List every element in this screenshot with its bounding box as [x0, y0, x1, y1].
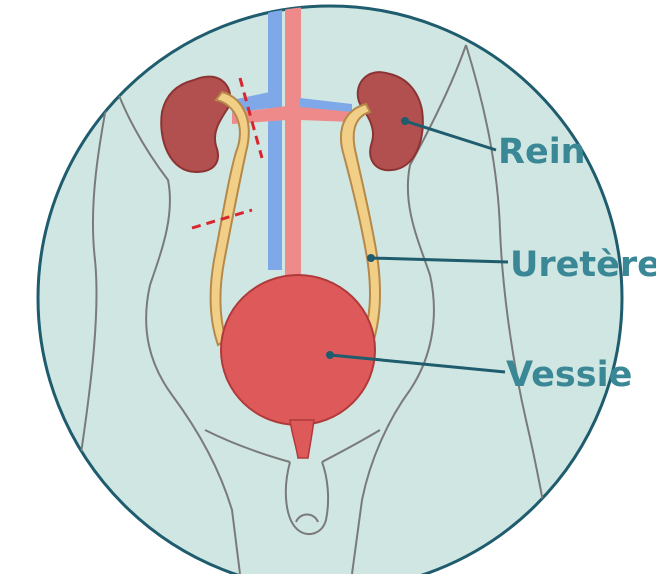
- kidney-label: Rein: [498, 132, 586, 172]
- ureter-label: Uretère: [510, 245, 656, 285]
- vena-cava: [268, 0, 282, 270]
- aorta: [285, 0, 301, 282]
- bladder-label: Vessie: [506, 355, 632, 395]
- bladder: [221, 275, 375, 425]
